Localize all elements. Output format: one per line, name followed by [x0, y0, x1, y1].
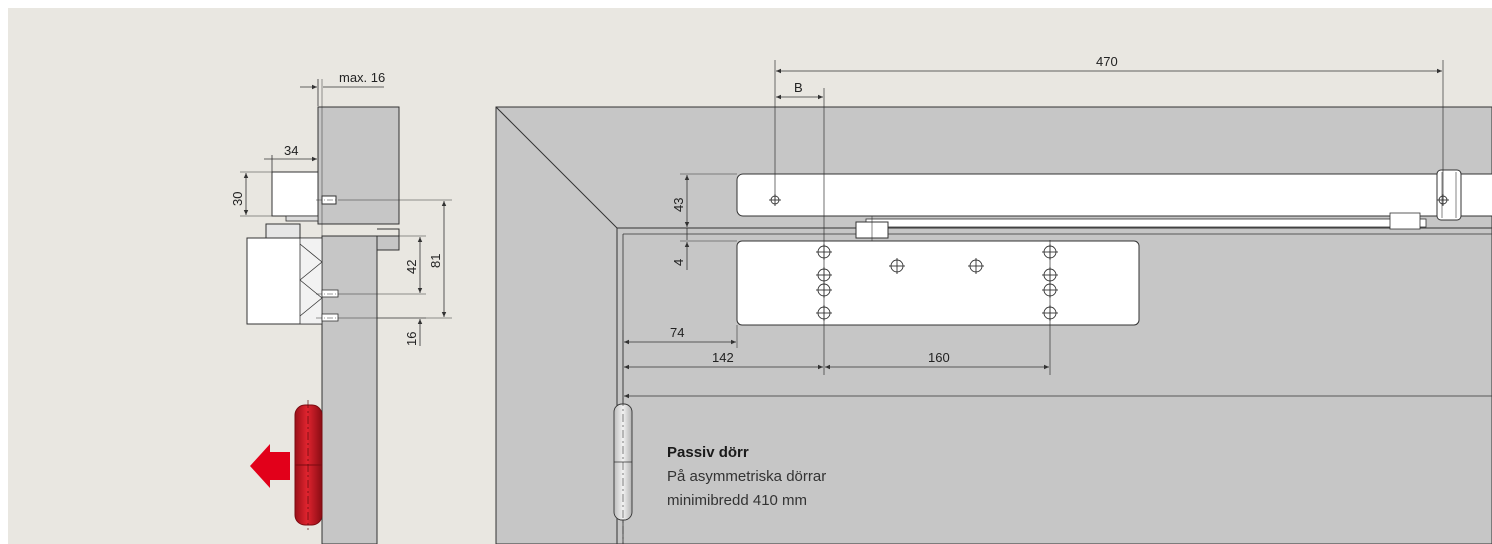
dim-max-16: max. 16	[339, 70, 385, 85]
dim-4: 4	[671, 259, 686, 266]
side-view: max. 16 34 30 81 42 16	[230, 70, 452, 544]
dim-b: B	[794, 80, 803, 95]
guide-rail-section	[271, 171, 319, 217]
dim-30: 30	[230, 192, 245, 206]
dim-470: 470	[1096, 54, 1118, 69]
rail-end-cap	[1436, 169, 1462, 221]
note-title: Passiv dörr	[667, 444, 749, 461]
opening-direction-arrow-icon	[250, 444, 290, 488]
dim-81: 81	[428, 254, 443, 268]
guide-rail	[736, 173, 1492, 217]
closer-arm	[865, 218, 1427, 228]
closer-body	[736, 240, 1140, 326]
dim-142: 142	[712, 350, 734, 365]
front-view: 470 B 43 4 74 142 160 Passiv dörr På asy…	[495, 54, 1492, 544]
dim-43: 43	[671, 198, 686, 212]
dim-34: 34	[284, 143, 298, 158]
dim-74: 74	[670, 325, 684, 340]
dim-160: 160	[928, 350, 950, 365]
arm-connection	[265, 223, 301, 239]
note-line-2: minimibredd 410 mm	[667, 492, 807, 509]
dim-42: 42	[404, 260, 419, 274]
note-line-1: På asymmetriska dörrar	[667, 468, 826, 485]
frame-section	[317, 106, 400, 225]
dim-16: 16	[404, 332, 419, 346]
